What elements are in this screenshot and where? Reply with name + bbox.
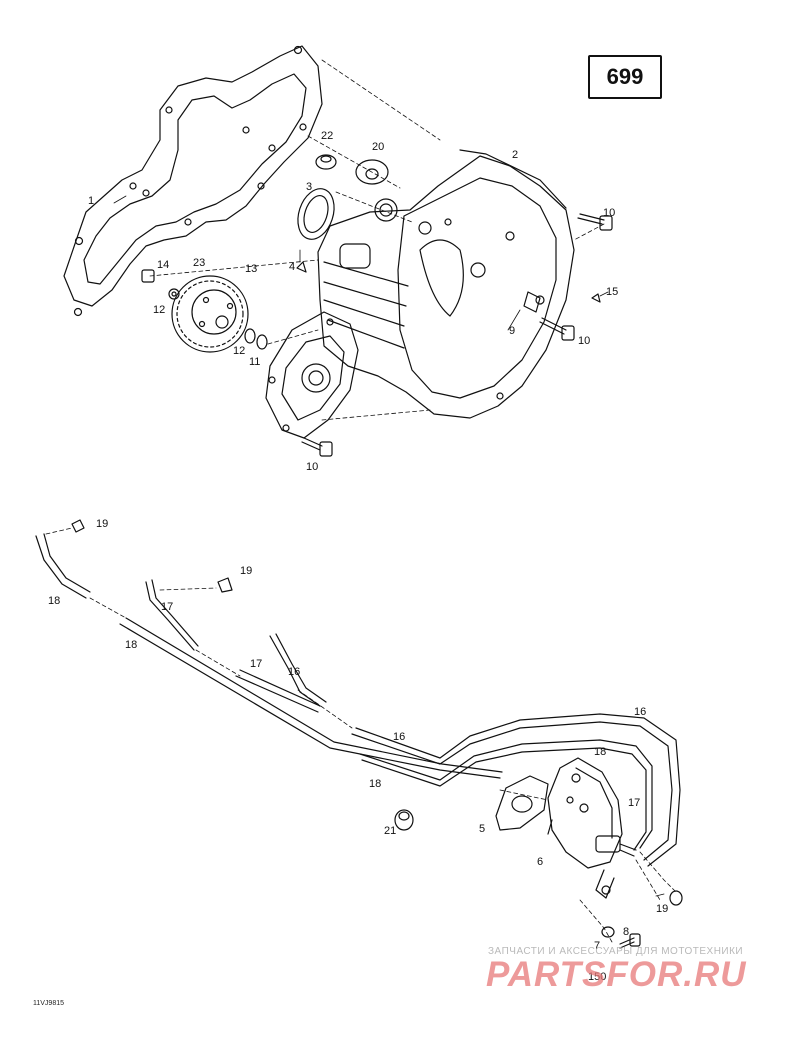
grommet-part-21 [394,809,414,831]
callout-label: 12 [233,345,246,357]
callout-label: 5 [479,823,486,835]
oil-pump-assembly [547,757,637,899]
callout-label: 1 [88,195,95,207]
clip-part-19-b [217,577,233,593]
gear-part-13 [171,275,249,353]
bolt-part-10-upper [577,213,613,231]
crankcase-housing-part-2 [317,149,575,419]
washer-part-22 [315,154,337,170]
callout-label: 23 [193,257,206,269]
callout-label: 17 [161,601,174,613]
oil-seal-part-3 [297,188,335,240]
callout-label: 15 [606,286,619,298]
callout-label: 14 [157,259,170,271]
callout-label: 19 [96,518,109,530]
callout-label: 150 [588,971,607,983]
clip-part-19-a [71,519,85,533]
callout-label: 17 [250,658,263,670]
tube-part-17-mid [235,669,321,713]
page-number-box: 699 [588,55,662,99]
callout-label: 20 [372,141,385,153]
callout-label: 8 [623,926,630,938]
side-cover-plate [265,311,359,439]
pump-gasket-part-5 [495,775,549,831]
callout-label: 18 [125,639,138,651]
callout-label: 12 [153,304,166,316]
washer-part-20 [355,159,389,185]
callout-label: 18 [369,778,382,790]
callout-label: 18 [48,595,61,607]
watermark-tagline: ЗАПЧАСТИ И АКСЕССУАРЫ ДЛЯ МОТОТЕХНИКИ [488,946,744,957]
washer-part-11 [256,334,268,350]
page-number: 699 [606,64,644,89]
callout-label: 16 [288,666,301,678]
callout-label: 16 [634,706,647,718]
callout-label: 13 [245,263,258,275]
callout-label: 10 [306,461,319,473]
callout-label: 9 [509,325,516,337]
tube-part-16-curve [269,633,327,707]
bolt-part-10-middle [539,317,575,341]
callout-label: 18 [594,746,607,758]
bolt-part-8 [619,933,641,949]
drawing-code: 11VJ9815 [33,1000,65,1007]
washer-part-7 [601,926,615,938]
callout-label: 16 [393,731,406,743]
callout-label: 4 [289,261,296,273]
callout-label: 21 [384,825,397,837]
clip-part-19-c [669,890,683,906]
gasket-part-1 [63,45,323,317]
washer-part-23 [168,288,180,300]
callout-label: 10 [578,335,591,347]
tube-part-18-left [35,533,91,599]
bolt-part-10-lower [301,437,333,457]
dowel-part-4 [296,261,307,273]
washer-part-12 [244,328,256,344]
callout-label: 17 [628,797,641,809]
watermark-logo: PARTSFOR.RU [486,955,747,994]
callout-label: 19 [240,565,253,577]
callout-label: 10 [603,207,616,219]
callout-label: 2 [512,149,519,161]
callout-label: 22 [321,130,334,142]
tube-part-16-long [351,713,681,867]
tube-part-18-long [119,617,503,779]
tube-part-17-top [145,579,199,651]
callout-label: 3 [306,181,313,193]
callout-label: 6 [537,856,544,868]
callout-label: 11 [249,356,261,368]
fitting-part-15 [591,293,601,303]
tube-part-18-right [359,739,653,851]
callout-label: 7 [594,940,601,952]
callout-label: 19 [656,903,669,915]
